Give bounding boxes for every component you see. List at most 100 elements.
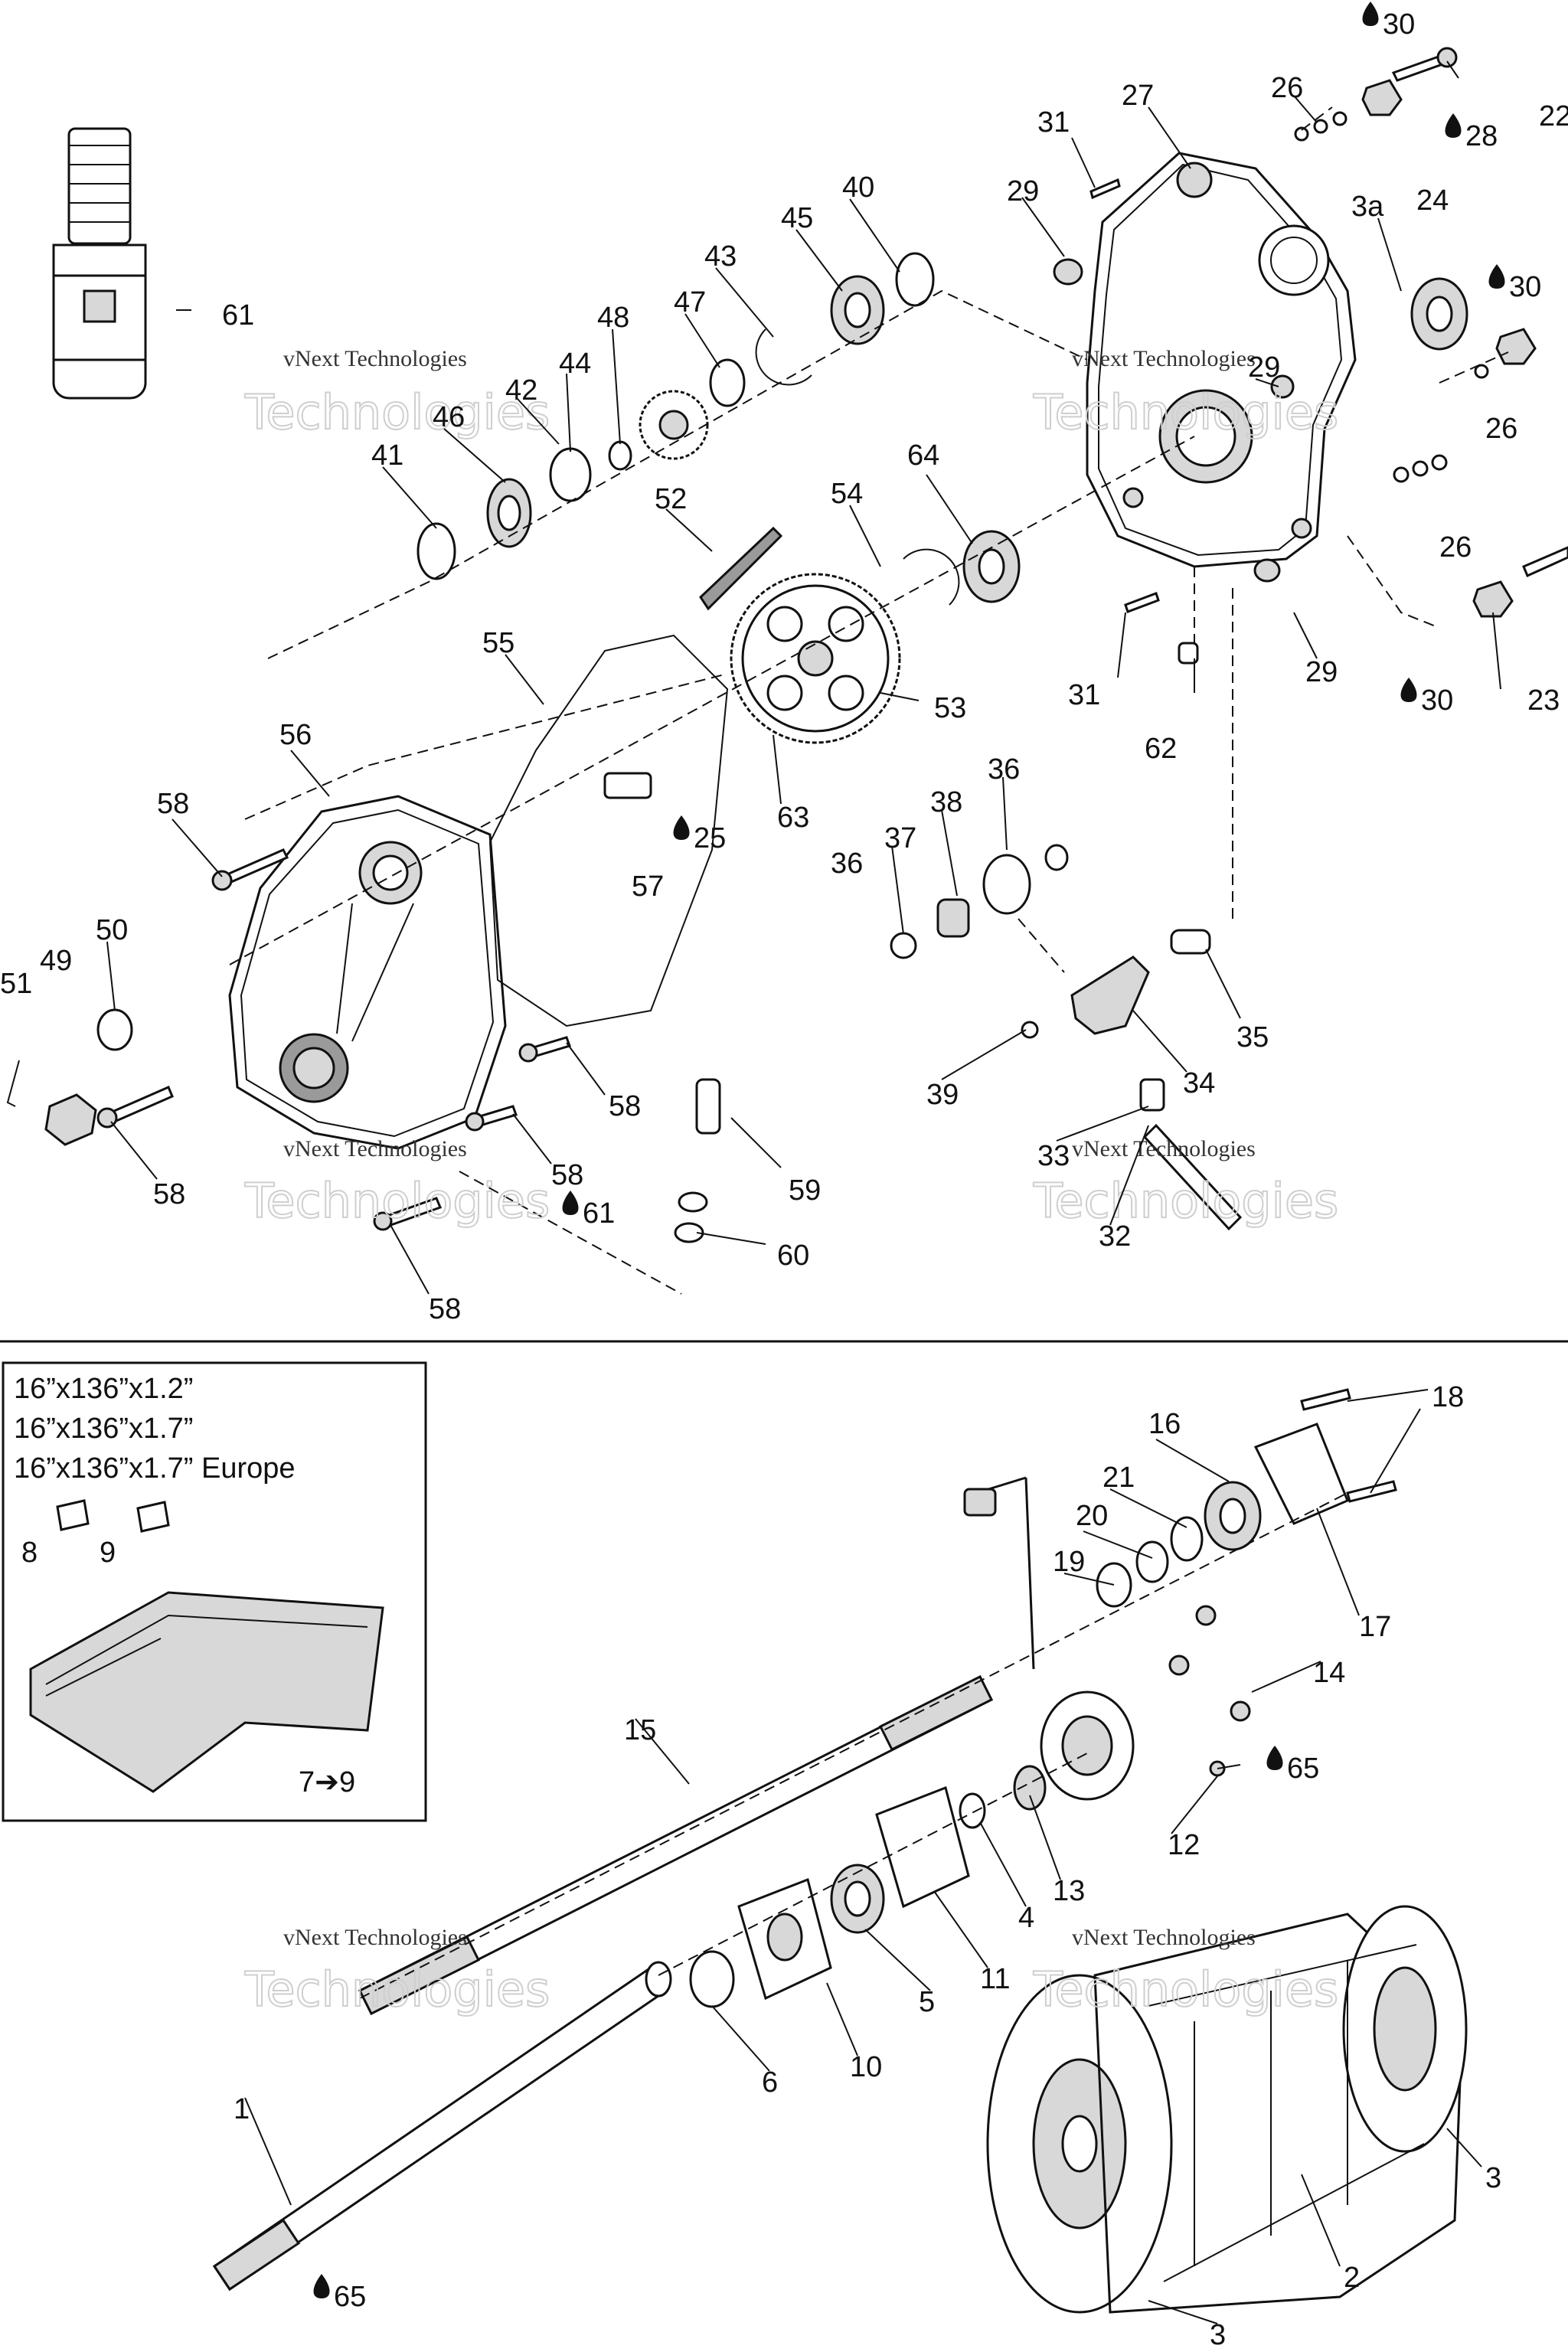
oil-drop-icon bbox=[1488, 264, 1505, 289]
callout-label: 3 bbox=[1485, 2162, 1501, 2194]
callout-label: 29 bbox=[1248, 351, 1280, 384]
callout-label: 44 bbox=[559, 348, 591, 380]
leader-line bbox=[891, 845, 904, 935]
callout-label: 58 bbox=[153, 1178, 185, 1210]
callout-number: 31 bbox=[1068, 679, 1100, 711]
assembly-lines bbox=[229, 106, 1509, 1295]
callout-label: 26 bbox=[1439, 531, 1472, 564]
callout-label: 31 bbox=[1037, 106, 1070, 139]
leader-line bbox=[390, 1224, 430, 1295]
callout-label: 65 bbox=[1266, 1746, 1319, 1785]
callout-number: 1 bbox=[234, 2093, 250, 2125]
callout-label: 59 bbox=[789, 1174, 821, 1207]
callout-number: 50 bbox=[96, 914, 128, 946]
leader-line bbox=[1109, 1488, 1187, 1528]
callout-number: 51 bbox=[0, 968, 32, 1000]
leader-line bbox=[864, 1929, 931, 1991]
callout-number: 4 bbox=[1018, 1902, 1034, 1934]
callout-number: 14 bbox=[1313, 1657, 1345, 1689]
callout-label: 39 bbox=[926, 1079, 959, 1111]
callout-label: 38 bbox=[930, 786, 962, 818]
callout-number: 31 bbox=[1037, 106, 1070, 139]
callout-label: 13 bbox=[1053, 1875, 1085, 1907]
callout-label: 9 bbox=[100, 1537, 116, 1569]
housing-hardware bbox=[1053, 47, 1568, 665]
callout-label: 36 bbox=[831, 848, 863, 880]
callout-label: 58 bbox=[157, 788, 189, 820]
leader-lines bbox=[106, 60, 1501, 2324]
oil-drop-icon bbox=[562, 1191, 579, 1215]
callout-number: 65 bbox=[334, 2281, 366, 2313]
watermark-text: vNext Technologies bbox=[283, 1136, 467, 1161]
watermark-text: vNext Technologies bbox=[283, 346, 467, 371]
callout-number: 29 bbox=[1248, 351, 1280, 384]
callout-number: 24 bbox=[1416, 185, 1449, 217]
callout-label: 10 bbox=[850, 2051, 882, 2083]
callout-number: 45 bbox=[781, 202, 813, 234]
callout-number: 58 bbox=[551, 1159, 583, 1191]
leader-line bbox=[1446, 2128, 1482, 2167]
callout-label: 64 bbox=[907, 439, 939, 472]
callout-label: 33 bbox=[1037, 1140, 1070, 1172]
callout-number: 57 bbox=[632, 871, 664, 903]
callout-number: 3a bbox=[1351, 191, 1384, 223]
callout-label: 3 bbox=[1210, 2319, 1226, 2351]
callout-number: 15 bbox=[624, 1714, 656, 1746]
callout-label: 30 bbox=[1362, 2, 1415, 41]
callout-number: 3 bbox=[1485, 2162, 1501, 2194]
oil-drop-icon bbox=[1362, 2, 1379, 26]
callout-label: 6 bbox=[762, 2066, 778, 2099]
drive-axle-shaft bbox=[358, 1674, 994, 2016]
callout-number: 59 bbox=[789, 1174, 821, 1207]
callout-label: 65 bbox=[313, 2274, 366, 2313]
callout-number: 3 bbox=[1210, 2319, 1226, 2351]
callout-label: 54 bbox=[831, 478, 863, 510]
callout-label: 56 bbox=[279, 719, 312, 751]
leader-line bbox=[244, 2097, 292, 2206]
watermark-outline: Technologies bbox=[1033, 1962, 1338, 2017]
oil-drop-icon bbox=[1445, 113, 1462, 138]
callout-number: 39 bbox=[926, 1079, 959, 1111]
callout-number: 43 bbox=[704, 240, 737, 273]
callout-label: 15 bbox=[624, 1714, 656, 1746]
callout-label: 51 bbox=[0, 968, 32, 1000]
callout-number: 35 bbox=[1236, 1021, 1269, 1054]
callout-number: 21 bbox=[1102, 1462, 1135, 1494]
callout-number: 61 bbox=[583, 1197, 615, 1230]
callout-number: 42 bbox=[505, 374, 537, 407]
callout-label: 29 bbox=[1305, 656, 1338, 688]
callout-label: 61 bbox=[222, 299, 254, 332]
callout-number: 58 bbox=[153, 1178, 185, 1210]
callout-number: 54 bbox=[831, 478, 863, 510]
watermark-outline: Technologies bbox=[1033, 384, 1338, 440]
callout-label: 5 bbox=[919, 1986, 935, 2018]
oil-bottle-part bbox=[52, 127, 147, 400]
callout-label: 47 bbox=[674, 286, 706, 318]
lower-assembly-lines bbox=[359, 1492, 1348, 1999]
driven-axle-shaft bbox=[212, 1961, 672, 2292]
leader-line bbox=[1056, 1106, 1149, 1142]
leader-line bbox=[1071, 137, 1096, 188]
callout-label: 30 bbox=[1488, 264, 1541, 303]
callout-number: 29 bbox=[1305, 656, 1338, 688]
callout-label: 4 bbox=[1018, 1902, 1034, 1934]
callout-label: 2 bbox=[1344, 2262, 1360, 2294]
drive-chain bbox=[699, 526, 783, 611]
callout-label: 3a bbox=[1351, 191, 1384, 223]
watermark-outline: Technologies bbox=[1033, 1173, 1338, 1229]
oil-drop-icon bbox=[673, 815, 690, 840]
callout-label: 37 bbox=[884, 822, 916, 854]
callout-label: 22 bbox=[1539, 100, 1568, 132]
callout-label: 11 bbox=[980, 1963, 1010, 1995]
callout-label: 24 bbox=[1416, 185, 1449, 217]
callout-number: 33 bbox=[1037, 1140, 1070, 1172]
callout-number: 26 bbox=[1439, 531, 1472, 564]
leader-line bbox=[566, 1042, 606, 1096]
leader-line bbox=[684, 313, 720, 368]
callout-number: 37 bbox=[884, 822, 916, 854]
chaincase-housing bbox=[1086, 152, 1357, 568]
callout-label: 18 bbox=[1432, 1381, 1464, 1413]
leader-line bbox=[1347, 1389, 1429, 1402]
callout-number: 55 bbox=[482, 627, 514, 659]
callout-number: 27 bbox=[1122, 80, 1154, 112]
